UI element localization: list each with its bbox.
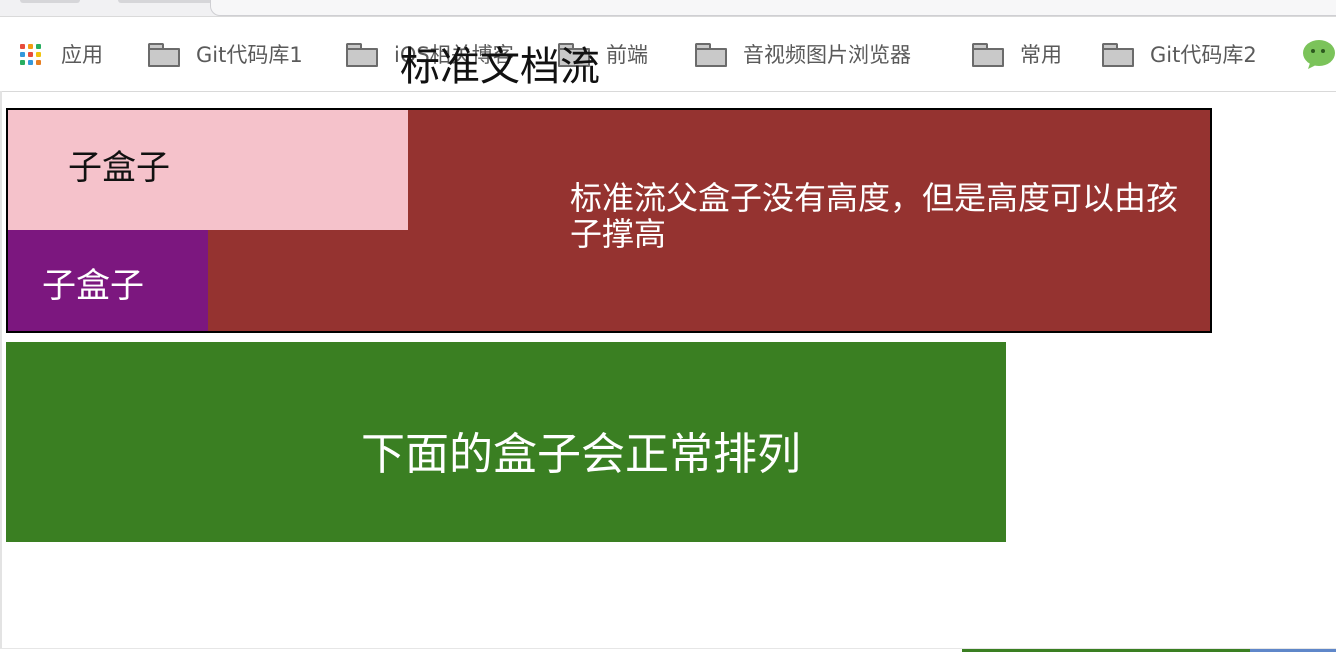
bookmark-folder-git1[interactable]: Git代码库1 — [148, 39, 303, 69]
wechat-icon[interactable] — [1302, 39, 1336, 69]
bookmark-label: 应用 — [61, 43, 103, 67]
bookmark-folder-ios[interactable]: iOS相关博客 — [346, 39, 514, 69]
sibling-box: 下面的盒子会正常排列 — [6, 342, 1006, 542]
window-bottom-edge — [0, 648, 1336, 653]
folder-icon — [148, 43, 180, 67]
tab-ghost[interactable] — [118, 0, 264, 3]
active-tab-edge — [210, 0, 1336, 16]
bookmark-folder-frontend[interactable]: 前端 — [558, 39, 648, 69]
child-box-label: 子盒子 — [42, 266, 144, 306]
bookmark-apps[interactable]: 应用 — [20, 39, 103, 69]
apps-grid-icon — [20, 43, 41, 65]
child-box-purple: 子盒子 — [8, 230, 208, 331]
parent-box: 子盒子 子盒子 标准流父盒子没有高度，但是高度可以由孩子撑高 — [6, 108, 1212, 333]
bookmark-label: 音视频图片浏览器 — [743, 43, 911, 67]
bookmark-label: 前端 — [606, 43, 648, 67]
bookmarks-bar: 应用 Git代码库1 iOS相关博客 前端 音视频图片浏览器 常用 Git代码库… — [0, 17, 1336, 92]
folder-icon — [1102, 43, 1134, 67]
bookmark-folder-git2[interactable]: Git代码库2 — [1102, 39, 1257, 69]
child-box-label: 子盒子 — [68, 148, 170, 188]
folder-icon — [972, 43, 1004, 67]
sibling-box-label: 下面的盒子会正常排列 — [361, 429, 801, 480]
folder-icon — [346, 43, 378, 67]
window-left-edge — [0, 91, 2, 652]
page-title: 标准文档流 — [400, 44, 600, 90]
bookmark-label: 常用 — [1020, 43, 1062, 67]
parent-box-text: 标准流父盒子没有高度，但是高度可以由孩子撑高 — [570, 179, 1179, 253]
browser-tab-strip — [0, 0, 1336, 17]
bookmark-folder-common[interactable]: 常用 — [972, 39, 1062, 69]
bookmark-label: Git代码库2 — [1150, 43, 1257, 67]
background-window-strip — [962, 649, 1250, 652]
folder-icon — [558, 43, 590, 67]
child-box-pink: 子盒子 — [8, 110, 408, 230]
bookmark-folder-media[interactable]: 音视频图片浏览器 — [695, 39, 911, 69]
bookmark-label: iOS相关博客 — [394, 43, 514, 67]
folder-icon — [695, 43, 727, 67]
background-window-strip — [1250, 649, 1336, 652]
bookmark-label: Git代码库1 — [196, 43, 303, 67]
tab-ghost[interactable] — [20, 0, 80, 3]
